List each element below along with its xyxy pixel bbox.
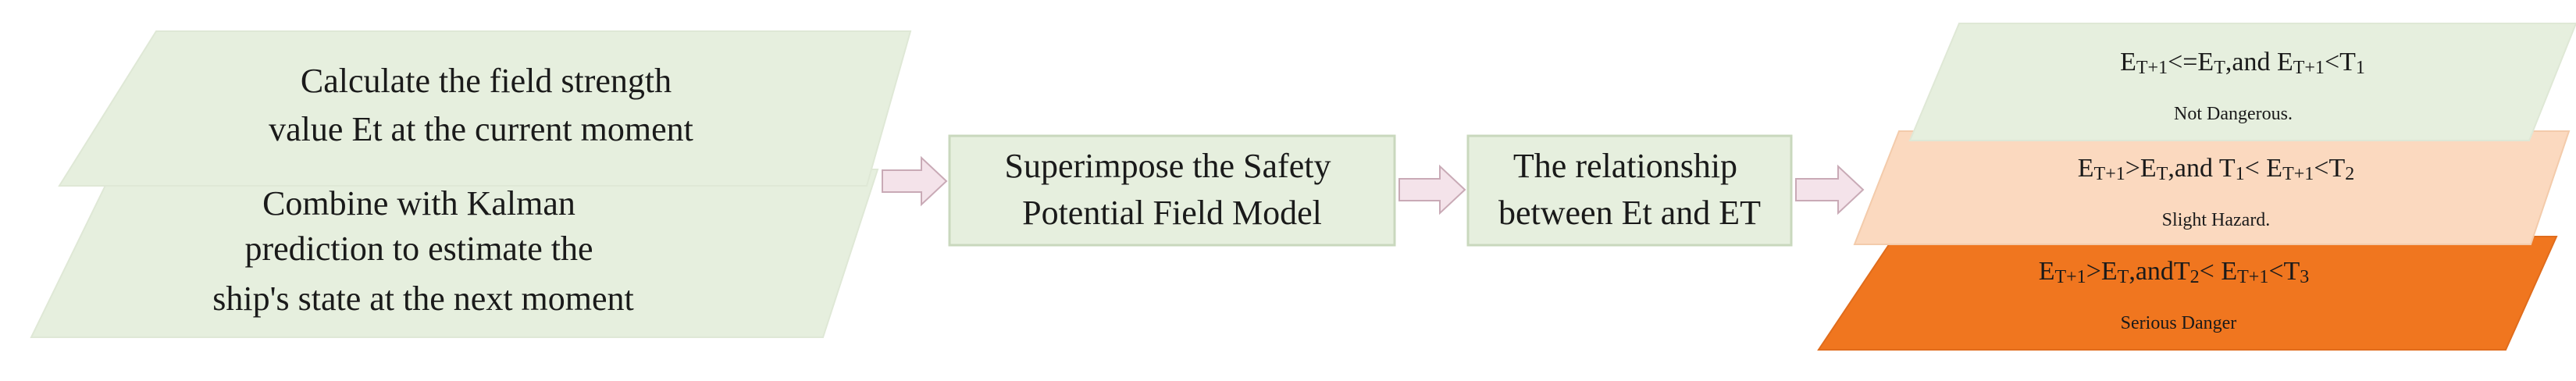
relationship-box <box>1466 134 1793 247</box>
outcome-safe-condition-line: ET+1<=ET,and ET+1<T1 <box>2120 48 2365 78</box>
outcome-slight-condition-line: ET+1>ET,and T1< ET+1<T2 <box>2078 154 2354 184</box>
arrow-right-icon <box>1398 164 1466 215</box>
relationship-line1: The relationship <box>1513 147 1737 185</box>
relationship-text: The relationship between Et and ET <box>1498 147 1761 232</box>
superimpose-line1: Superimpose the Safety <box>1005 147 1331 185</box>
superimpose-box <box>948 134 1396 247</box>
input-bottom-line3: ship's state at the next moment <box>212 280 634 318</box>
outcome-serious-label: Serious Danger <box>2121 313 2237 333</box>
superimpose-text: Superimpose the Safety Potential Field M… <box>1005 147 1340 232</box>
outcome-serious-condition: ET+1>ET,andT2< ET+1<T3 <box>2039 257 2310 287</box>
input-bottom-text: Combine with Kalman prediction to estima… <box>212 184 634 318</box>
outcome-safe-condition: ET+1<=ET,and ET+1<T1 <box>2120 48 2365 78</box>
input-top-line2: value Et at the current moment <box>269 110 693 148</box>
input-top-shape <box>58 30 912 187</box>
arrow-right-icon <box>882 155 948 207</box>
arrow-right-icon <box>1795 164 1865 215</box>
outcome-slight-label: Slight Hazard. <box>2162 210 2271 230</box>
input-top-line1: Calculate the field strength <box>301 62 672 100</box>
outcome-serious-condition-line: ET+1>ET,andT2< ET+1<T3 <box>2039 257 2310 287</box>
outcome-slight-condition: ET+1>ET,and T1< ET+1<T2 <box>2078 154 2354 184</box>
input-bottom-line1: Combine with Kalman <box>262 184 575 223</box>
input-bottom-line2: prediction to estimate the <box>245 230 593 268</box>
outcome-safe-shape <box>1908 23 2576 141</box>
outcome-safe-label: Not Dangerous. <box>2174 104 2293 124</box>
superimpose-line2: Potential Field Model <box>1022 194 1322 232</box>
input-top-text: Calculate the field strength value Et at… <box>269 62 693 148</box>
relationship-line2: between Et and ET <box>1498 194 1761 232</box>
